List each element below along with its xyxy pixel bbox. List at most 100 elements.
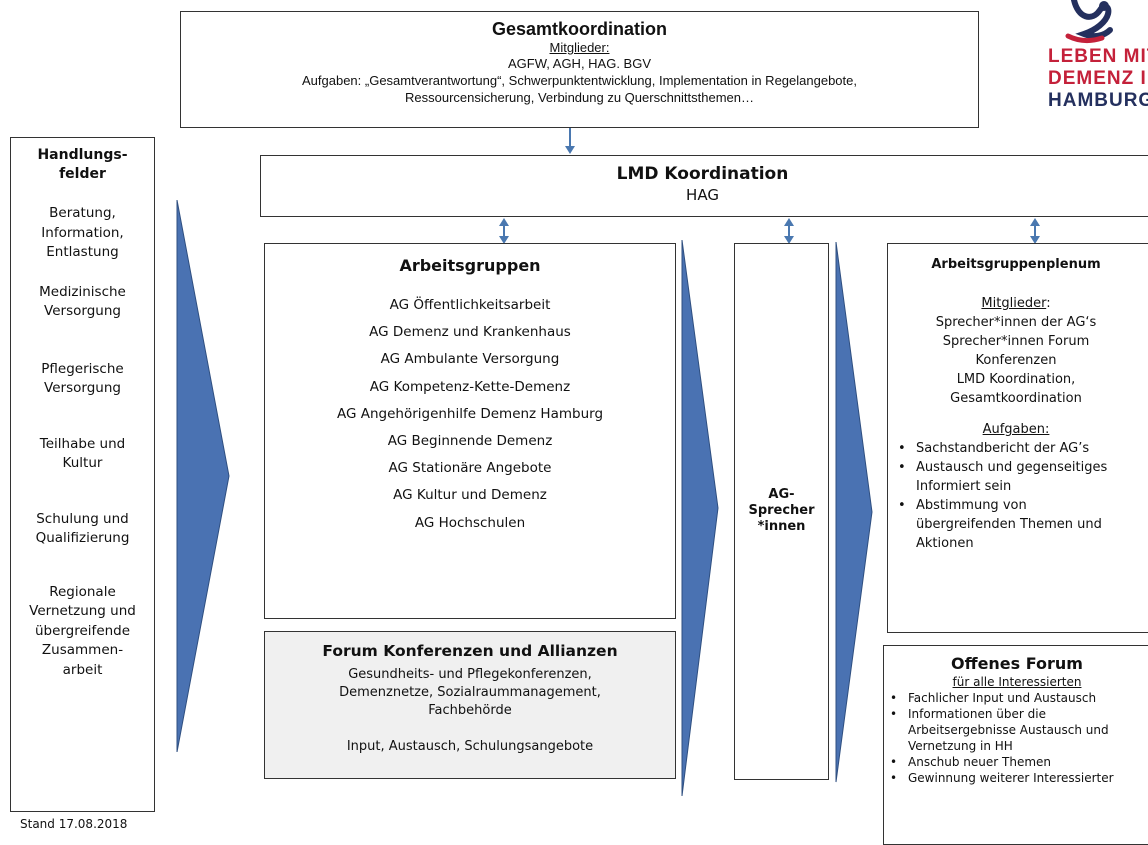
arrow-handlungsfelder [176,200,230,752]
logo-line2: DEMENZ IN [1048,68,1148,89]
gesamtkoordination-box: Gesamtkoordination Mitglieder: AGFW, AGH… [180,11,979,128]
offenes-item: Fachlicher Input und Austausch [884,690,1148,706]
plenum-member: Sprecher*innen der AG‘s [935,315,1097,330]
offenes-item-line: Informationen über die [908,707,1046,721]
arbeitsgruppe-item: AG Angehörigenhilfe Demenz Hamburg [336,405,604,422]
arbeitsgruppe-item: AG Demenz und Krankenhaus [369,324,571,341]
arbeitsgruppen-title: Arbeitsgruppen [399,256,541,275]
handlungsfeld-line: arbeit [62,661,103,678]
gesamtkoordination-members-label: Mitglieder: [549,40,610,55]
offenes-item-line: Fachlicher Input und Austausch [908,691,1097,705]
lmd-koordination-box: LMD Koordination HAG [260,155,1148,217]
connector-lmd-arbeitsgruppen [499,218,509,244]
handlungsfelder-title-line1: Handlungs- [37,147,128,163]
handlungsfeld-line: Versorgung [44,380,121,396]
arbeitsgruppe-item: AG Beginnende Demenz [387,433,553,450]
handlungsfeld-line: Versorgung [44,303,121,319]
stand-date: Stand 17.08.2018 [20,817,128,831]
handlungsfeld-line: Zusammen- [41,642,124,658]
plenum-member: Gesamtkoordination [950,391,1082,406]
sprecher-line3: *innen [757,519,806,534]
forum-line1: Gesundheits- und Pflegekonferenzen, [348,667,592,682]
connector-gesamt-lmd [565,128,575,154]
handlungsfelder-box: Handlungs- felder Beratung, Information, E… [10,137,155,812]
logo-line3: HAMBURG [1048,90,1148,111]
sprecher-line2: Sprecher [748,503,815,518]
handlungsfeld-line: Pflegerische [41,360,124,377]
offenes-item: Anschub neuer Themen [884,754,1148,770]
offenes-title: Offenes Forum [951,654,1083,673]
plenum-task: Abstimmung von übergreifenden Themen undA… [892,496,1148,553]
forum-konferenzen-box: Forum Konferenzen und Allianzen Gesundhe… [264,631,676,779]
plenum-title: Arbeitsgruppenplenum [931,257,1101,272]
lmd-subtitle: HAG [686,186,719,204]
plenum-members-label: Mitglieder [981,296,1047,311]
arbeitsgruppe-item: AG Ambulante Versorgung [380,351,560,368]
offenes-item-line: Vernetzung in HH [908,739,1013,753]
offenes-item-line: Anschub neuer Themen [908,755,1052,769]
handlungsfeld-line: Beratung, [49,205,116,221]
plenum-task-line: Abstimmung von [916,498,1027,513]
offenes-item-line: Arbeitsergebnisse Austausch und [908,723,1109,737]
handlungsfeld-line: Information, [41,224,124,241]
plenum-task-line: Aktionen [916,536,974,551]
gesamtkoordination-tasks-line1: Aufgaben: „Gesamtverantwortung“, Schwerp… [302,73,857,88]
offenes-forum-box: Offenes Forum für alle Interessierten Fa… [883,645,1148,845]
arbeitsgruppe-item: AG Kompetenz-Kette-Demenz [369,378,571,395]
forum-line3: Fachbehörde [428,703,512,718]
handlungsfeld-line: Medizinische [39,283,126,300]
logo: LEBEN MIT DEMENZ IN HAMBURG [1040,0,1148,135]
plenum-task: Sachstandbericht der AG’s [892,439,1148,458]
plenum-members-colon: : [1046,296,1051,311]
lmd-title: LMD Koordination [616,164,789,184]
arrow-sprecher [835,242,873,783]
handlungsfeld-line: übergreifende [34,622,131,639]
offenes-item-line: Gewinnung weiterer Interessierter [908,771,1114,785]
plenum-member: LMD Koordination, [956,372,1076,387]
forum-line2: Demenznetze, Sozialraummanagement, [339,685,601,700]
person-emblem-icon [1065,0,1113,44]
connector-lmd-plenum [1030,218,1040,244]
offenes-list: Fachlicher Input und AustauschInformatio… [884,690,1148,786]
plenum-members-heading: Mitglieder: [888,294,1144,313]
plenum-member: Sprecher*innen Forum [942,334,1090,349]
arrow-arbeitsgruppen [681,240,719,797]
handlungsfeld-item: Beratung, Information, Entlastung [11,204,154,263]
arbeitsgruppe-item: AG Kultur und Demenz [393,487,547,504]
handlungsfeld-line: Vernetzung und [29,603,136,619]
forum-title: Forum Konferenzen und Allianzen [322,642,618,660]
gesamtkoordination-tasks-line2: Ressourcensicherung, Verbindung zu Quers… [404,90,755,105]
handlungsfeld-line: Teilhabe und [39,435,126,452]
handlungsfelder-title-line2: felder [59,166,106,182]
connector-lmd-sprecher [784,218,794,244]
sprecher-line1: AG- [768,487,795,502]
plenum-task-line: übergreifenden Themen und [916,517,1102,532]
offenes-item: Gewinnung weiterer Interessierter [884,770,1148,786]
offenes-subtitle: für alle Interessierten [952,675,1082,689]
handlungsfeld-line: Entlastung [46,244,119,260]
handlungsfeld-line: Kultur [62,455,103,471]
ag-sprecher-box: AG- Sprecher *innen [734,243,829,780]
gesamtkoordination-title: Gesamtkoordination [491,19,668,39]
plenum-task-line: Informiert sein [916,479,1012,494]
forum-line4: Input, Austausch, Schulungsangebote [346,739,594,754]
arbeitsgruppe-item: AG Stationäre Angebote [388,460,552,477]
offenes-item: Informationen über dieArbeitsergebnisse … [884,706,1148,754]
arbeitsgruppe-item: AG Hochschulen [414,514,526,531]
plenum-task-line: Sachstandbericht der AG’s [916,441,1090,456]
plenum-tasks-list: Sachstandbericht der AG’sAustausch und g… [892,439,1148,553]
handlungsfeld-line: Schulung und [36,510,129,527]
gesamtkoordination-members: AGFW, AGH, HAG. BGV [507,56,652,71]
handlungsfeld-line: Regionale [49,583,116,600]
plenum-member: Konferenzen [975,353,1057,368]
logo-line1: LEBEN MIT [1048,46,1148,67]
